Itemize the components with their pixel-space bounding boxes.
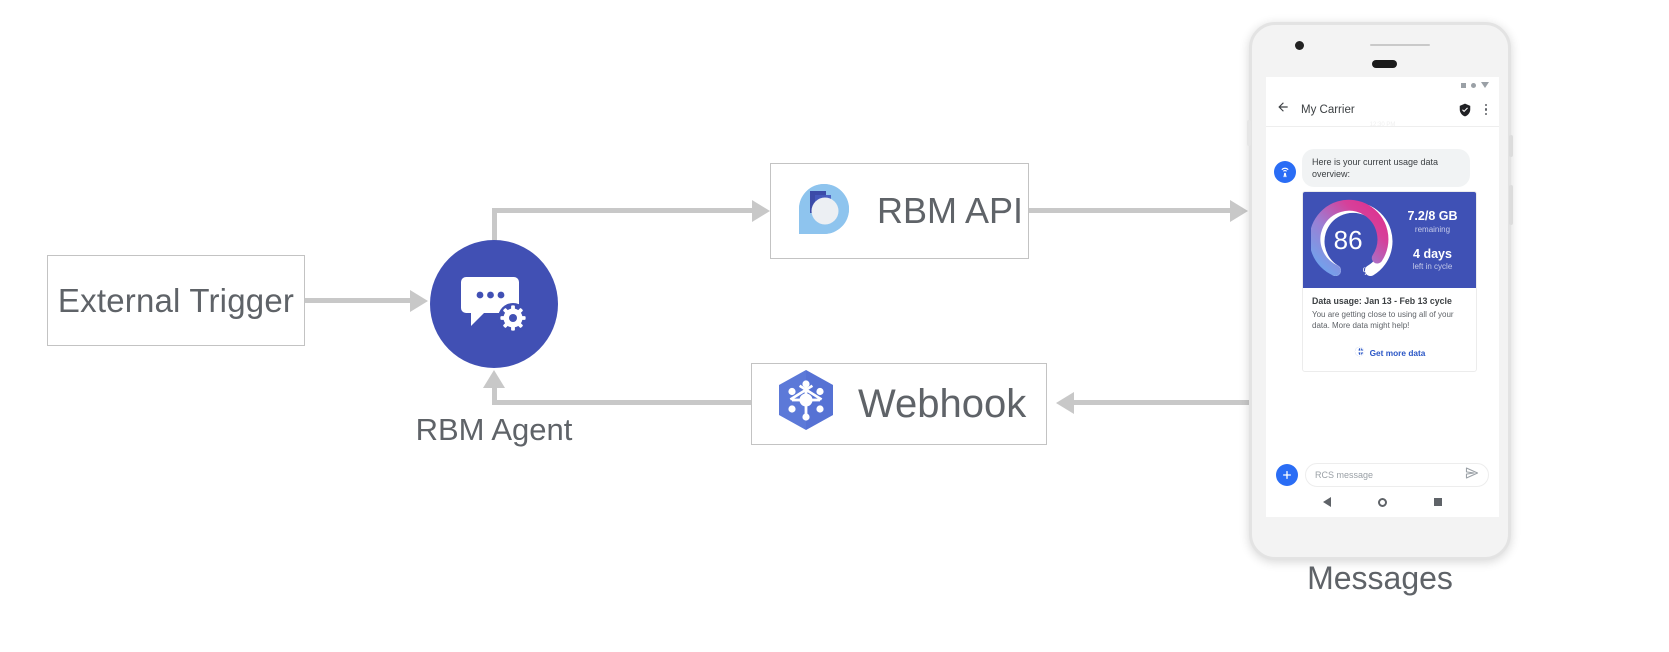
connector-agent-up-from-webhook bbox=[492, 388, 497, 402]
rich-card-title: Data usage: Jan 13 - Feb 13 cycle bbox=[1312, 296, 1452, 307]
rbm-api-label: RBM API bbox=[877, 190, 1024, 231]
arrowhead-trigger-to-agent bbox=[410, 290, 428, 312]
phone-side-button-left[interactable] bbox=[1247, 120, 1251, 146]
data-remaining-value: 7.2/8 GB bbox=[1407, 209, 1458, 224]
rich-card[interactable]: 86 % 7.2/8 GB remaining 4 days left in c… bbox=[1302, 191, 1477, 372]
status-bar bbox=[1266, 77, 1499, 93]
agent-message-bubble: Here is your current usage data overview… bbox=[1302, 149, 1470, 188]
external-trigger-label: External Trigger bbox=[57, 281, 295, 319]
node-webhook[interactable]: Webhook bbox=[751, 363, 1047, 445]
google-cloud-hexagon-icon bbox=[768, 364, 844, 445]
arrowhead-api-to-messages bbox=[1230, 200, 1248, 222]
nav-home-icon[interactable] bbox=[1377, 497, 1387, 507]
conversation-timestamp: 12:30 PM bbox=[1369, 122, 1396, 128]
phone-sensor-bar bbox=[1370, 44, 1430, 46]
app-bar-title: My Carrier bbox=[1301, 103, 1355, 116]
days-left-label: left in cycle bbox=[1412, 262, 1453, 272]
overflow-menu-icon[interactable] bbox=[1483, 103, 1490, 116]
webhook-label: Webhook bbox=[858, 381, 1027, 426]
messages-label: Messages bbox=[1307, 560, 1453, 596]
phone-screen: My Carrier 12:30 PM bbox=[1266, 77, 1499, 517]
connector-messages-to-webhook bbox=[1074, 400, 1251, 405]
gauge-value: 86 % bbox=[1311, 198, 1395, 282]
node-rbm-agent[interactable] bbox=[430, 240, 558, 368]
connector-agent-up bbox=[492, 208, 497, 253]
rcs-message-placeholder: RCS message bbox=[1315, 470, 1374, 480]
message-composer: RCS message bbox=[1266, 463, 1499, 487]
usage-gauge: 86 % bbox=[1309, 198, 1395, 282]
get-more-data-label: Get more data bbox=[1369, 347, 1426, 358]
days-left-value: 4 days bbox=[1413, 246, 1452, 261]
phone-camera-icon bbox=[1295, 41, 1304, 50]
phone-speaker bbox=[1372, 60, 1397, 68]
nav-back-icon[interactable] bbox=[1323, 497, 1332, 507]
rbm-api-logo-icon bbox=[789, 174, 859, 249]
connector-agent-to-api bbox=[492, 208, 754, 213]
rich-card-stats: 7.2/8 GB remaining 4 days left in cycle bbox=[1395, 209, 1468, 271]
android-nav-bar bbox=[1266, 491, 1499, 513]
chat-bubble-gear-icon bbox=[458, 269, 530, 340]
gauge-percent-symbol: % bbox=[1362, 266, 1373, 279]
verified-shield-icon[interactable] bbox=[1458, 103, 1472, 117]
connector-webhook-to-agent bbox=[492, 400, 754, 405]
conversation-area: Here is your current usage data overview… bbox=[1266, 127, 1499, 372]
rich-card-description: You are getting close to using all of yo… bbox=[1312, 310, 1454, 331]
rich-card-body: Data usage: Jan 13 - Feb 13 cycle You ar… bbox=[1303, 288, 1476, 335]
globe-icon bbox=[1354, 344, 1365, 362]
connector-trigger-to-agent bbox=[305, 298, 412, 303]
phone-volume-button[interactable] bbox=[1509, 185, 1513, 225]
data-remaining-label: remaining bbox=[1414, 224, 1451, 234]
rcs-message-input[interactable]: RCS message bbox=[1305, 463, 1489, 487]
node-external-trigger[interactable]: External Trigger bbox=[47, 255, 305, 346]
dot-icon bbox=[1471, 82, 1476, 88]
app-bar: My Carrier 12:30 PM bbox=[1266, 93, 1499, 128]
phone-power-button[interactable] bbox=[1509, 135, 1513, 157]
square-icon bbox=[1461, 82, 1466, 88]
rich-card-media: 86 % 7.2/8 GB remaining 4 days left in c… bbox=[1303, 192, 1476, 289]
arrowhead-agent-to-api bbox=[752, 200, 770, 222]
agent-message-row: Here is your current usage data overview… bbox=[1274, 149, 1491, 188]
connector-api-to-messages bbox=[1029, 208, 1234, 213]
arrowhead-webhook-to-agent bbox=[483, 370, 505, 388]
plus-icon[interactable] bbox=[1276, 464, 1298, 486]
get-more-data-button[interactable]: Get more data bbox=[1303, 336, 1476, 371]
send-icon[interactable] bbox=[1465, 466, 1479, 485]
phone-device: My Carrier 12:30 PM bbox=[1247, 22, 1513, 560]
nav-recents-icon[interactable] bbox=[1433, 498, 1442, 506]
arrowhead-messages-to-webhook bbox=[1056, 392, 1074, 414]
cell-tower-icon bbox=[1274, 161, 1296, 183]
arrow-back-icon[interactable] bbox=[1276, 100, 1290, 119]
gauge-percent-number: 86 bbox=[1333, 225, 1363, 256]
rbm-agent-label: RBM Agent bbox=[415, 412, 573, 447]
node-rbm-api[interactable]: RBM API bbox=[770, 163, 1029, 259]
triangle-down-icon bbox=[1481, 82, 1489, 88]
